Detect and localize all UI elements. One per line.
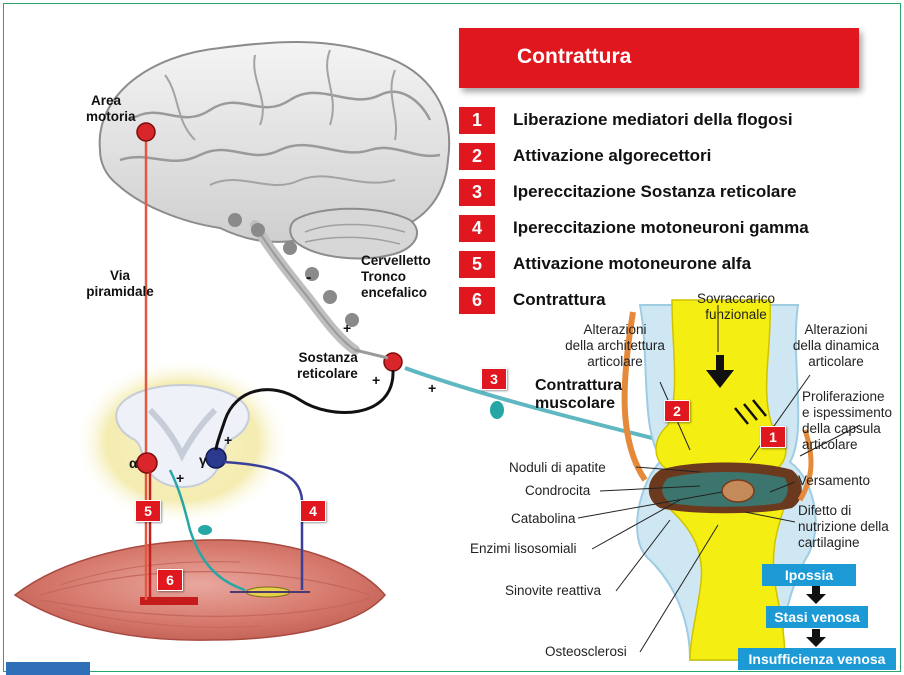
credit-tab — [6, 662, 90, 675]
step-label: Liberazione mediatori della flogosi — [513, 110, 793, 130]
label-sovraccarico: Sovraccarico funzionale — [686, 291, 786, 323]
label-area-motoria: Area motoria — [86, 93, 126, 125]
label-cervelletto: Cervelletto Tronco encefalico — [361, 253, 431, 301]
sign-plus: + — [428, 380, 436, 396]
step-number: 6 — [459, 287, 495, 314]
step-6: 6 Contrattura — [459, 287, 879, 315]
step-label: Contrattura — [513, 290, 606, 310]
badge-4: 4 — [300, 500, 326, 522]
label-difetto: Difetto di nutrizione della cartilagine — [798, 503, 889, 551]
label-via-piramidale: Via piramidale — [80, 268, 160, 300]
badge-2: 2 — [664, 400, 690, 422]
step-1: 1 Liberazione mediatori della flogosi — [459, 107, 879, 135]
sign-plus: + — [372, 372, 380, 388]
flow-stasi-venosa: Stasi venosa — [766, 606, 868, 628]
step-number: 1 — [459, 107, 495, 134]
brain — [100, 42, 449, 350]
label-noduli: Noduli di apatite — [509, 460, 606, 476]
flow-insufficienza-venosa: Insufficienza venosa — [738, 648, 896, 670]
label-versamento: Versamento — [798, 473, 870, 489]
step-number: 2 — [459, 143, 495, 170]
flow-ipossia: Ipossia — [762, 564, 856, 586]
label-sostanza-reticolare: Sostanza reticolare — [297, 350, 358, 382]
sign-plus: + — [176, 470, 184, 486]
step-number: 5 — [459, 251, 495, 278]
step-number: 3 — [459, 179, 495, 206]
badge-1: 1 — [760, 426, 786, 448]
label-sinovite: Sinovite reattiva — [505, 583, 601, 599]
alpha-motoneuron — [137, 453, 157, 473]
label-osteosclerosi: Osteosclerosi — [545, 644, 627, 660]
motor-area-neuron — [137, 123, 155, 141]
step-3: 3 Ipereccitazione Sostanza reticolare — [459, 179, 879, 207]
step-label: Attivazione algorecettori — [513, 146, 711, 166]
badge-5: 5 — [135, 500, 161, 522]
label-contrattura-muscolare: Contrattura muscolare — [535, 377, 622, 413]
label-condrocita: Condrocita — [525, 483, 590, 499]
title-banner: Contrattura — [459, 28, 859, 88]
sign-plus: + — [224, 432, 232, 448]
sign-plus: + — [343, 320, 351, 336]
step-4: 4 Ipereccitazione motoneuroni gamma — [459, 215, 879, 243]
label-alterazioni-dinamica: Alterazioni della dinamica articolare — [780, 322, 892, 370]
badge-3: 3 — [481, 368, 507, 390]
label-alterazioni-architettura: Alterazioni della architettura articolar… — [552, 322, 678, 370]
step-label: Ipereccitazione motoneuroni gamma — [513, 218, 809, 238]
step-2: 2 Attivazione algorecettori — [459, 143, 879, 171]
gamma-symbol: γ — [199, 452, 207, 468]
step-5: 5 Attivazione motoneurone alfa — [459, 251, 879, 279]
reticular-neuron — [384, 353, 402, 371]
label-catabolina: Catabolina — [511, 511, 576, 527]
title: Contrattura — [517, 45, 631, 69]
gamma-motoneuron — [206, 448, 226, 468]
label-enzimi: Enzimi lisosomiali — [470, 541, 577, 557]
sign-minus: - — [306, 270, 311, 286]
step-label: Ipereccitazione Sostanza reticolare — [513, 182, 796, 202]
alpha-symbol: α — [129, 455, 138, 471]
step-label: Attivazione motoneurone alfa — [513, 254, 751, 274]
step-number: 4 — [459, 215, 495, 242]
label-proliferazione: Proliferazione e ispessimento della caps… — [802, 389, 892, 453]
badge-6: 6 — [157, 569, 183, 591]
